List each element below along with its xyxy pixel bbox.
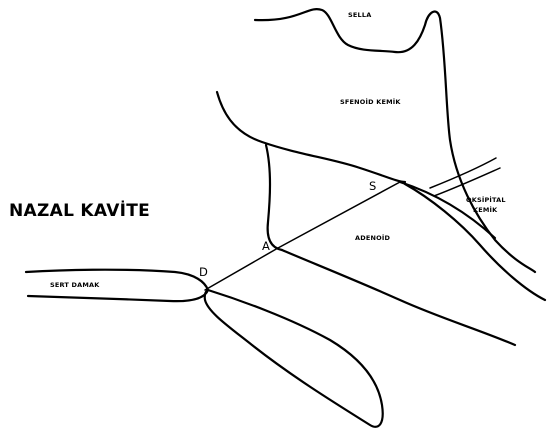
point-s-label: S (369, 179, 376, 193)
hard-palate-label: SERT DAMAK (50, 281, 100, 289)
nasal-cavity-label: NAZAL KAVİTE (9, 199, 150, 221)
sella-label: SELLA (348, 11, 371, 19)
occipital-bone-label-line2: KEMİK (473, 205, 498, 214)
point-d-label: D (199, 265, 208, 279)
adenoid-label: ADENOİD (355, 233, 390, 242)
sella-outline (255, 9, 535, 272)
soft-palate-outline (205, 290, 383, 427)
sphenoid-bone-label: SFENOİD KEMİK (340, 97, 401, 106)
occipital-bone-label-line1: OKSİPİTAL (466, 195, 506, 204)
point-a-label: A (262, 239, 270, 253)
a-d-line (205, 248, 278, 290)
anterior-nasopharynx-wall (266, 145, 282, 250)
adenoid-lower-curve (282, 250, 515, 345)
